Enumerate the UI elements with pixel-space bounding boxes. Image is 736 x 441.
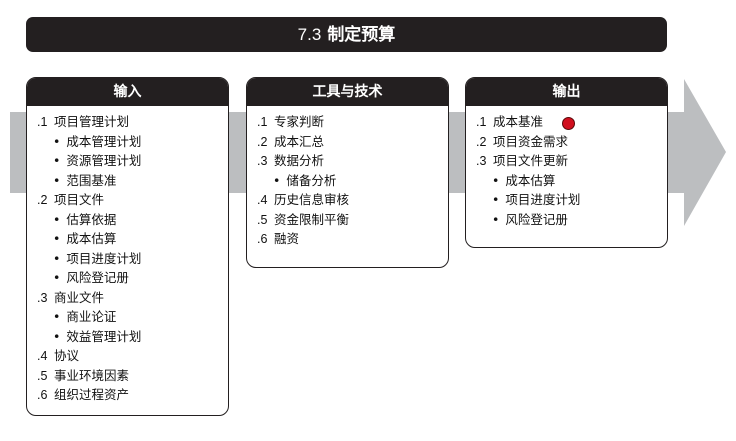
- item-text: 项目资金需求: [493, 133, 569, 149]
- sub-list-item: 效益管理计划: [27, 327, 228, 347]
- list-item: .3 项目文件更新: [466, 151, 667, 171]
- highlight-marker: [562, 117, 575, 130]
- item-text: 风险登记册: [66, 270, 129, 285]
- item-index: .3: [476, 154, 487, 168]
- item-text: 历史信息审核: [274, 192, 350, 207]
- item-text: 风险登记册: [505, 211, 568, 227]
- item-index: .2: [476, 134, 487, 149]
- list-item: .6 组织过程资产: [27, 385, 228, 405]
- list-item: .3 数据分析: [247, 151, 448, 171]
- item-text: 商业文件: [54, 289, 105, 305]
- item-text: 资源管理计划: [66, 153, 142, 168]
- item-text: 成本估算: [66, 231, 117, 246]
- sub-list-item: 成本估算: [466, 171, 667, 191]
- item-text: 估算依据: [66, 211, 117, 227]
- list-item: .2 项目文件: [27, 190, 228, 210]
- item-text: 项目进度计划: [505, 192, 581, 207]
- sub-list-item: 风险登记册: [27, 268, 228, 288]
- item-text: 范围基准: [66, 172, 117, 188]
- item-text: 项目文件更新: [493, 153, 569, 168]
- list-item: .2 成本汇总: [247, 132, 448, 152]
- process-title: 制定预算: [327, 25, 396, 45]
- item-text: 成本汇总: [274, 133, 325, 149]
- sub-list-item: 风险登记册: [466, 210, 667, 230]
- sub-list-item: 商业论证: [27, 307, 228, 327]
- list-item: .4 协议: [27, 346, 228, 366]
- sub-list-item: 范围基准: [27, 171, 228, 191]
- list-item: .6 融资: [247, 229, 448, 249]
- sub-list-item: 储备分析: [247, 171, 448, 191]
- item-index: .4: [37, 349, 48, 363]
- item-text: 事业环境因素: [54, 367, 130, 383]
- item-index: .6: [37, 388, 48, 402]
- item-text: 商业论证: [66, 309, 117, 324]
- item-index: .2: [37, 193, 48, 207]
- process-number: 7.3: [297, 25, 322, 44]
- item-index: .5: [37, 368, 48, 383]
- process-title-bar: 7.3 制定预算: [26, 17, 667, 52]
- list-item: .1 成本基准: [466, 112, 667, 132]
- item-text: 项目进度计划: [66, 250, 142, 266]
- item-text: 项目文件: [54, 192, 105, 207]
- item-index: .2: [257, 134, 268, 149]
- item-text: 项目管理计划: [54, 114, 130, 129]
- inputs-header: 输入: [27, 78, 228, 106]
- item-text: 成本管理计划: [66, 133, 142, 149]
- list-item: .1 专家判断: [247, 112, 448, 132]
- item-text: 资金限制平衡: [274, 211, 350, 227]
- item-text: 融资: [274, 231, 300, 246]
- list-item: .1 项目管理计划: [27, 112, 228, 132]
- sub-list-item: 资源管理计划: [27, 151, 228, 171]
- sub-list-item: 项目进度计划: [27, 249, 228, 269]
- item-index: .3: [257, 154, 268, 168]
- item-index: .5: [257, 212, 268, 227]
- item-text: 成本基准: [493, 114, 544, 129]
- item-index: .3: [37, 290, 48, 305]
- list-item: .3 商业文件: [27, 288, 228, 308]
- item-text: 数据分析: [274, 153, 325, 168]
- tools-box: 工具与技术 .1 专家判断 .2 成本汇总 .3 数据分析储备分析 .4 历史信息审核 .5 资金…: [246, 77, 449, 268]
- outputs-box: 输出 .1 成本基准 .2 项目资金需求 .3 项目文件更新成本估算项目进度计划风险登记册: [465, 77, 668, 248]
- item-text: 组织过程资产: [54, 387, 130, 402]
- item-index: .1: [257, 115, 268, 129]
- item-index: .1: [37, 115, 48, 129]
- tools-header: 工具与技术: [247, 78, 448, 106]
- list-item: .5 资金限制平衡: [247, 210, 448, 230]
- item-index: .4: [257, 193, 268, 207]
- item-text: 成本估算: [505, 172, 556, 188]
- sub-list-item: 估算依据: [27, 210, 228, 230]
- outputs-list: .1 成本基准 .2 项目资金需求 .3 项目文件更新成本估算项目进度计划风险登记册: [466, 106, 667, 229]
- sub-list-item: 项目进度计划: [466, 190, 667, 210]
- list-item: .2 项目资金需求: [466, 132, 667, 152]
- sub-list-item: 成本估算: [27, 229, 228, 249]
- item-text: 专家判断: [274, 114, 325, 129]
- outputs-header: 输出: [466, 78, 667, 106]
- tools-list: .1 专家判断 .2 成本汇总 .3 数据分析储备分析 .4 历史信息审核 .5 资金限制平衡 .6…: [247, 106, 448, 249]
- list-item: .4 历史信息审核: [247, 190, 448, 210]
- item-index: .1: [476, 115, 487, 129]
- item-text: 效益管理计划: [66, 328, 142, 344]
- list-item: .5 事业环境因素: [27, 366, 228, 386]
- item-text: 储备分析: [286, 172, 337, 188]
- item-index: .6: [257, 232, 268, 246]
- sub-list-item: 成本管理计划: [27, 132, 228, 152]
- inputs-box: 输入 .1 项目管理计划成本管理计划资源管理计划范围基准 .2 项目文件估算依据成本估…: [26, 77, 229, 416]
- inputs-list: .1 项目管理计划成本管理计划资源管理计划范围基准 .2 项目文件估算依据成本估算项目…: [27, 106, 228, 405]
- item-text: 协议: [54, 348, 80, 363]
